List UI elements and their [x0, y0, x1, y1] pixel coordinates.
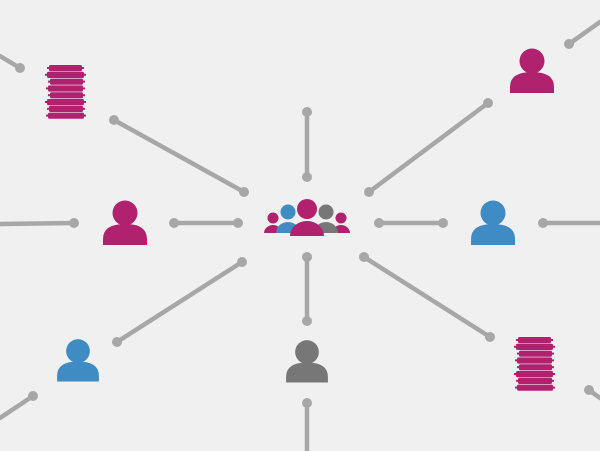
coin [50, 92, 83, 99]
coin-notch [47, 107, 50, 110]
coin-notch [48, 80, 51, 83]
coin-notch [516, 339, 519, 341]
coin [50, 78, 83, 85]
person-body [57, 361, 99, 382]
coin [519, 364, 552, 371]
edge-outer-top-left [0, 53, 25, 73]
coin-notch [550, 339, 553, 341]
coin-notch [47, 67, 50, 69]
person-icon-top-right [510, 48, 554, 93]
coin [47, 99, 84, 106]
coin-notch [515, 359, 518, 362]
coin-notch [551, 366, 554, 369]
coin-notch [551, 359, 554, 362]
edge-outer-right [538, 218, 600, 228]
coin [518, 377, 552, 384]
edge-outer-left [0, 218, 79, 228]
edge-hub-bottom [302, 252, 312, 326]
edge-outer-bottom-left [0, 391, 38, 421]
edge-hub-top-right [364, 98, 493, 197]
coin [49, 105, 83, 112]
person-body [510, 72, 554, 93]
person-icon-bottom-left [57, 339, 99, 382]
coin-stack-icon-top-left [45, 65, 86, 119]
edge-outer-bottom [302, 398, 312, 451]
coin [517, 384, 553, 391]
coin [517, 357, 552, 364]
coin-notch [552, 373, 555, 375]
coin-notch [517, 352, 520, 355]
coin-notch [83, 101, 86, 103]
hub-person-center [290, 199, 324, 236]
edge-outer-top-right [564, 19, 600, 49]
coin-notch [82, 87, 85, 90]
coin [516, 343, 553, 350]
coin-notch [516, 379, 519, 382]
person-icon-bottom [286, 340, 328, 383]
coin-notch [517, 366, 520, 369]
coin-notch [551, 352, 554, 355]
coin [48, 85, 83, 92]
coin-notch [514, 373, 517, 375]
coin-notch [82, 80, 85, 83]
coin-notch [81, 67, 84, 69]
person-head [295, 340, 319, 364]
edge-hub-bottom-right [359, 252, 495, 342]
edge-outer-bottom-right [584, 385, 600, 401]
coin-notch [83, 114, 86, 117]
edge-hub-bottom-left [112, 257, 247, 347]
edge-hub-top [302, 107, 312, 182]
coin [47, 71, 84, 78]
coin-notch [46, 114, 49, 117]
coin [519, 350, 552, 357]
edge-hub-top-left [109, 115, 249, 197]
person-head [480, 200, 506, 226]
person-body [103, 224, 147, 245]
person-head [519, 48, 545, 74]
coin-stack-icon-bottom-right [514, 337, 555, 391]
coin-notch [83, 73, 86, 76]
edge-hub-left [169, 218, 243, 228]
coin-notch [48, 94, 51, 97]
coin [48, 112, 84, 119]
coin-notch [551, 379, 554, 382]
person-icon-left [103, 200, 147, 245]
coin-notch [552, 345, 555, 348]
connector-edges [0, 19, 600, 451]
edge-hub-right [374, 218, 448, 228]
coin [518, 337, 551, 344]
coin-notch [45, 73, 48, 76]
coin-notch [515, 386, 518, 389]
coin-notch [45, 101, 48, 103]
coin [516, 371, 553, 378]
coin-notch [46, 87, 49, 90]
coin-notch [514, 345, 517, 348]
coin [49, 65, 82, 72]
person-icon-right [471, 200, 515, 245]
people-group-icon [264, 199, 350, 236]
person-body [471, 224, 515, 245]
person-body [286, 362, 328, 383]
person-head [112, 200, 138, 226]
coin-notch [82, 94, 85, 97]
coin-notch [552, 386, 555, 389]
person-head [66, 339, 90, 363]
coin-notch [82, 107, 85, 110]
